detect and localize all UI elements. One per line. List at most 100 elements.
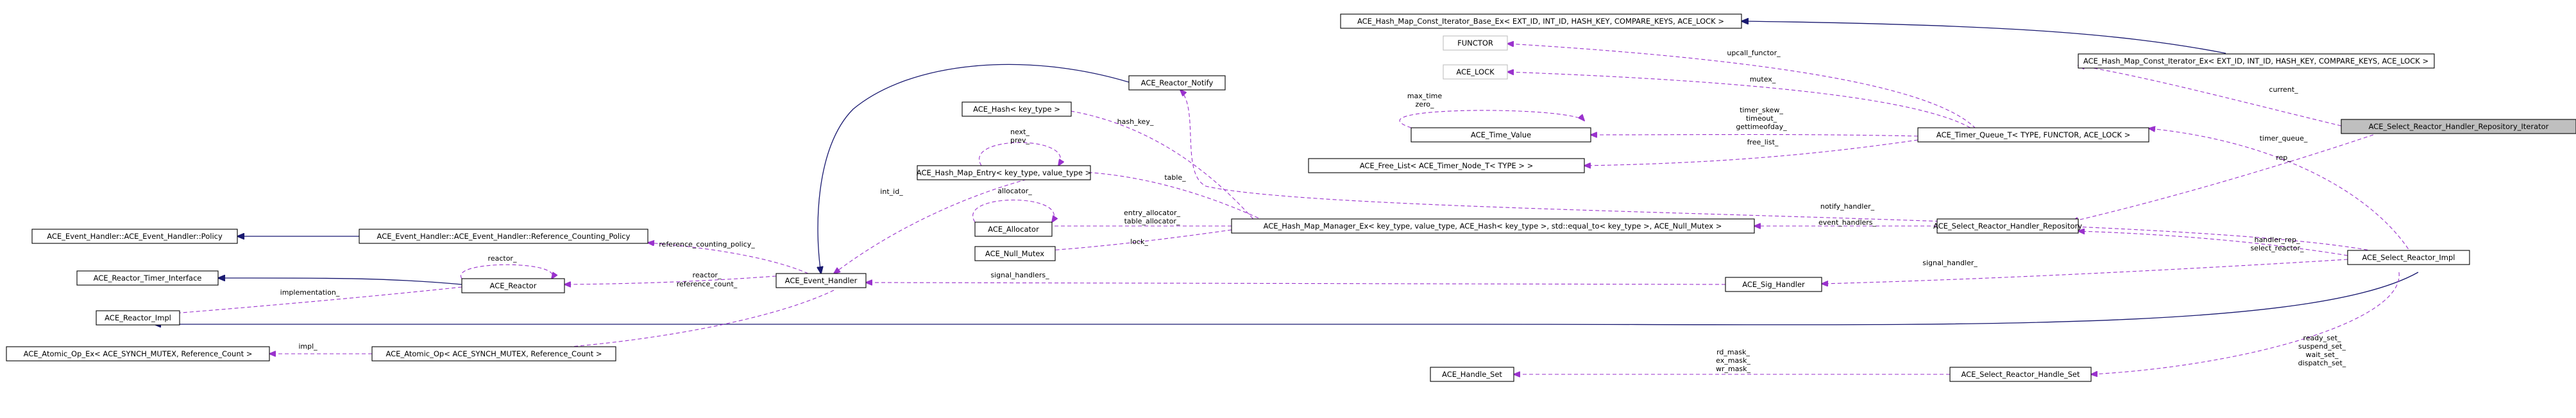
node-atomic-op-ex[interactable]: ACE_Atomic_Op_Ex< ACE_SYNCH_MUTEX, Refer… (6, 346, 270, 361)
edge-impl-handle-sets (2091, 272, 2400, 374)
node-label: ACE_Hash_Map_Const_Iterator_Base_Ex< EXT… (1357, 17, 1724, 26)
label-event-handlers: event_handlers_ (1818, 218, 1877, 227)
label-reference-count: reference_count_ (677, 280, 738, 288)
edge-manager-hash-key (1058, 109, 1258, 224)
label-ex-mask: ex_mask_ (1716, 356, 1750, 365)
node-label: ACE_Select_Reactor_Impl (2362, 253, 2455, 262)
node-allocator[interactable]: ACE_Allocator (974, 222, 1053, 237)
edge-iterator-current (2078, 65, 2342, 126)
node-sig-handler[interactable]: ACE_Sig_Handler (1725, 277, 1822, 292)
label-handler-rep: handler_rep_ (2254, 236, 2300, 244)
node-reference-counting-policy[interactable]: ACE_Event_Handler::ACE_Event_Handler::Re… (359, 229, 648, 244)
label-hash-key: hash_key_ (1117, 118, 1154, 126)
node-hash-key-type[interactable]: ACE_Hash< key_type > (962, 101, 1072, 117)
node-label: ACE_Atomic_Op< ACE_SYNCH_MUTEX, Referenc… (386, 349, 602, 358)
edge-sig-handler-signal-handlers (866, 283, 1726, 284)
node-label: ACE_Select_Reactor_Handle_Set (1961, 370, 2080, 379)
label-int-id: int_id_ (880, 187, 903, 196)
node-label: ACE_Null_Mutex (985, 249, 1044, 258)
label-prev: prev_ (1010, 136, 1030, 144)
label-ready-set: ready_set_ (2303, 334, 2341, 342)
edge-time-value-self (1399, 110, 1584, 128)
node-null-mutex[interactable]: ACE_Null_Mutex (974, 246, 1056, 261)
node-select-reactor-handler-repository-iterator[interactable]: ACE_Select_Reactor_Handler_Repository_It… (2341, 119, 2576, 134)
edge-iterator-rep (2072, 134, 2374, 222)
node-select-reactor-impl[interactable]: ACE_Select_Reactor_Impl (2347, 250, 2470, 265)
edge-impl-timer-queue (2149, 128, 2412, 255)
edges (154, 21, 2419, 374)
node-functor[interactable]: FUNCTOR (1443, 35, 1508, 51)
edge-manager-table (1084, 172, 1271, 224)
node-label: FUNCTOR (1457, 39, 1493, 48)
label-timer-skew: timer_skew_ (1740, 106, 1783, 114)
edge-labels: upcall_functor_ mutex_ current_ max_time… (280, 49, 2346, 373)
label-timeout: timeout_ (1746, 114, 1777, 123)
edge-entry-self (979, 142, 1061, 166)
node-select-reactor-handler-repository[interactable]: ACE_Select_Reactor_Handler_Repository (1933, 218, 2082, 234)
node-event-handler[interactable]: ACE_Event_Handler (775, 273, 867, 288)
edge-select-reactor-impl-to-reactor-impl (154, 272, 2419, 325)
node-time-value[interactable]: ACE_Time_Value (1411, 127, 1591, 143)
label-impl: impl_ (298, 342, 318, 351)
edge-event-handler-reactor (564, 275, 777, 284)
label-lock: lock_ (1130, 238, 1148, 246)
label-max-time: max_time (1407, 92, 1443, 100)
node-label: ACE_Atomic_Op_Ex< ACE_SYNCH_MUTEX, Refer… (24, 349, 253, 358)
node-reactor-timer-interface[interactable]: ACE_Reactor_Timer_Interface (76, 270, 219, 286)
node-label: ACE_Reactor_Notify (1141, 78, 1214, 87)
node-timer-queue-t[interactable]: ACE_Timer_Queue_T< TYPE, FUNCTOR, ACE_LO… (1917, 127, 2149, 143)
node-select-reactor-handle-set[interactable]: ACE_Select_Reactor_Handle_Set (1949, 367, 2092, 382)
node-reactor-impl[interactable]: ACE_Reactor_Impl (96, 310, 180, 326)
edge-timer-queue-mutex (1507, 72, 1976, 132)
edge-entry-int-id-event-handler (834, 177, 1033, 274)
node-label: ACE_LOCK (1456, 67, 1495, 76)
node-hash-map-manager-ex[interactable]: ACE_Hash_Map_Manager_Ex< key_type, value… (1231, 218, 1755, 234)
node-reactor-notify[interactable]: ACE_Reactor_Notify (1128, 75, 1226, 91)
node-hash-map-const-iterator-ex[interactable]: ACE_Hash_Map_Const_Iterator_Ex< EXT_ID, … (2078, 53, 2435, 69)
label-rep: rep_ (2276, 153, 2291, 162)
node-label: ACE_Allocator (988, 225, 1039, 234)
node-label: ACE_Select_Reactor_Handler_Repository_It… (2369, 122, 2549, 131)
node-event-handler-policy[interactable]: ACE_Event_Handler::ACE_Event_Handler::Po… (31, 229, 238, 244)
node-label: ACE_Event_Handler (785, 276, 858, 285)
label-table: table_ (1164, 173, 1186, 182)
label-gettimeofday: gettimeofday_ (1736, 123, 1787, 131)
node-reactor[interactable]: ACE_Reactor (461, 278, 565, 293)
label-reactor-self: reactor_ (488, 254, 517, 263)
label-wait-set: wait_set_ (2306, 351, 2339, 359)
node-ace-lock[interactable]: ACE_LOCK (1443, 64, 1508, 80)
edge-reactor-notify-to-event-handler (818, 64, 1130, 274)
label-entry-allocator: entry_allocator_ (1124, 209, 1181, 217)
edge-timer-queue-time-value (1591, 135, 1919, 137)
label-timer-queue: timer_queue_ (2260, 134, 2308, 143)
label-free-list: free_list_ (1747, 138, 1779, 146)
label-suspend-set: suspend_set_ (2298, 342, 2346, 351)
node-label: ACE_Hash_Map_Entry< key_type, value_type… (917, 168, 1091, 177)
edge-policy-event-handler (648, 243, 809, 274)
edge-impl-repository (2078, 231, 2348, 256)
node-label: ACE_Free_List< ACE_Timer_Node_T< TYPE > … (1360, 161, 1534, 170)
node-label: ACE_Event_Handler::ACE_Event_Handler::Po… (47, 232, 223, 241)
label-reactor-eh: reactor_ (693, 271, 722, 279)
node-label: ACE_Event_Handler::ACE_Event_Handler::Re… (377, 232, 631, 241)
node-atomic-op[interactable]: ACE_Atomic_Op< ACE_SYNCH_MUTEX, Referenc… (371, 346, 616, 361)
node-handle-set[interactable]: ACE_Handle_Set (1430, 367, 1514, 382)
node-hash-map-entry[interactable]: ACE_Hash_Map_Entry< key_type, value_type… (917, 165, 1091, 180)
label-select-reactor: select_reactor_ (2250, 244, 2304, 252)
label-implementation: implementation_ (280, 288, 340, 297)
node-label: ACE_Reactor (490, 281, 537, 290)
label-next: next_ (1010, 128, 1030, 136)
label-wr-mask: wr_mask_ (1716, 365, 1751, 373)
node-label: ACE_Hash_Map_Manager_Ex< key_type, value… (1264, 222, 1722, 231)
label-table-allocator: table_allocator_ (1124, 217, 1180, 225)
node-free-list[interactable]: ACE_Free_List< ACE_Timer_Node_T< TYPE > … (1308, 158, 1585, 173)
node-label: ACE_Hash_Map_Const_Iterator_Ex< EXT_ID, … (2083, 57, 2428, 65)
label-allocator: allocator_ (997, 187, 1032, 195)
edge-reactor-self (460, 264, 552, 279)
edge-event-handler-reference-count (526, 290, 835, 350)
node-label: ACE_Time_Value (1471, 130, 1531, 139)
edge-reactor-to-timer-interface (218, 278, 462, 285)
node-hash-map-const-iterator-base-ex[interactable]: ACE_Hash_Map_Const_Iterator_Base_Ex< EXT… (1340, 13, 1742, 29)
edge-reactor-impl-implementation (157, 286, 462, 315)
node-label: ACE_Reactor_Timer_Interface (94, 274, 202, 283)
